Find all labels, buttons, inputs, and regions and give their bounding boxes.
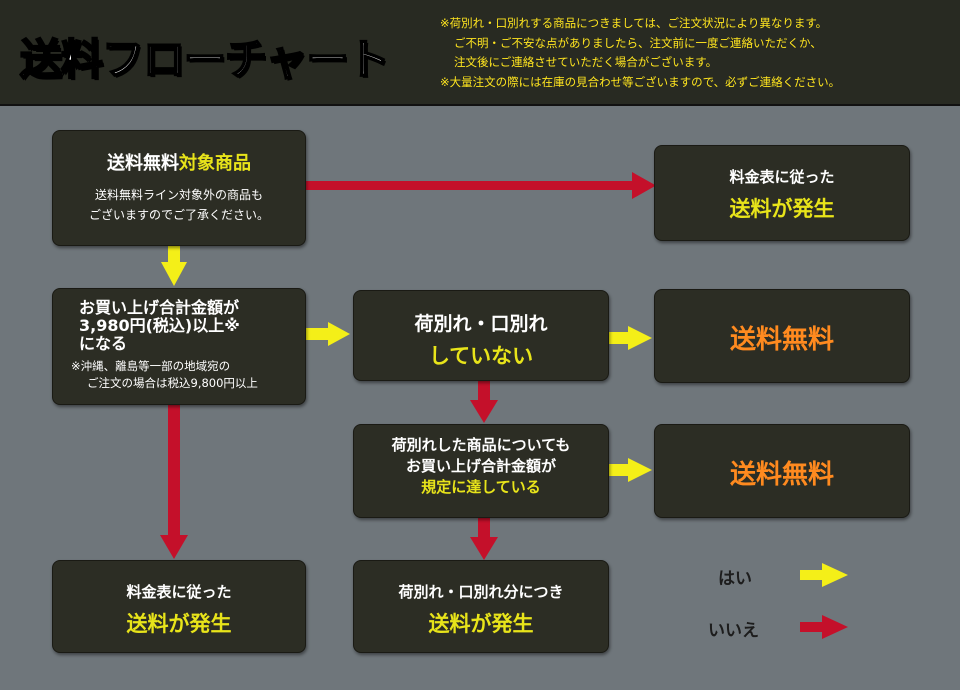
legend-no-label: いいえ	[708, 621, 759, 641]
node-fee-bottom: 料金表に従った 送料が発生	[52, 560, 306, 653]
legend-no-arrow	[800, 615, 848, 639]
split-amount-line-1: 荷別れした商品についても	[391, 436, 571, 454]
fee-top-line-2: 送料が発生	[729, 197, 835, 221]
note-line-1: ※荷別れ・口別れする商品につきましては、ご注文状況により異なります。	[440, 16, 828, 30]
header-notes: ※荷別れ・口別れする商品につきましては、ご注文状況により異なります。 ご不明・ご…	[440, 14, 955, 92]
node-purchase-amount: お買い上げ合計金額が 3,980円(税込)以上※ になる ※沖縄、離島等一部の地…	[52, 288, 306, 405]
amount-note-1: ※沖縄、離島等一部の地域宛の	[71, 359, 231, 373]
legend-yes-label: はい	[718, 569, 752, 589]
nosplit-line-2: していない	[428, 344, 534, 368]
target-desc-line-2: ございますのでご了承ください。	[88, 208, 269, 222]
amount-line-2: 3,980円(税込)以上※	[79, 316, 240, 335]
fee-bottom-line-2: 送料が発生	[126, 612, 232, 636]
amount-line-3: になる	[79, 334, 128, 353]
fee-bottom-line-1: 料金表に従った	[126, 583, 232, 601]
target-desc-line-1: 送料無料ライン対象外の商品も	[94, 188, 263, 202]
arrow-yes-target-to-amount	[161, 246, 187, 286]
node-free-shipping-target: 送料無料対象商品 送料無料ライン対象外の商品も ございますのでご了承ください。	[52, 130, 306, 246]
node-split-fee: 荷別れ・口別れ分につき 送料が発生	[353, 560, 609, 653]
amount-note-2: ご注文の場合は税込9,800円以上	[87, 376, 258, 390]
free2-label: 送料無料	[729, 460, 834, 490]
arrow-no-nosplit-to-splitamount	[470, 381, 498, 423]
node-free-shipping-2: 送料無料	[654, 424, 910, 518]
amount-line-1: お買い上げ合計金額が	[79, 298, 240, 317]
legend-yes-arrow	[800, 563, 848, 587]
nosplit-line-1: 荷別れ・口別れ	[414, 313, 548, 335]
header-bar: 送料フローチャート ※荷別れ・口別れする商品につきましては、ご注文状況により異な…	[0, 0, 960, 106]
split-fee-line-1: 荷別れ・口別れ分につき	[398, 583, 564, 601]
arrow-no-amount-to-fee	[160, 405, 188, 559]
arrow-yes-amount-to-nosplit	[306, 322, 350, 346]
fee-top-line-1: 料金表に従った	[729, 168, 835, 186]
target-title-yellow: 対象商品	[179, 153, 251, 174]
arrow-no-target-to-fee	[306, 172, 656, 199]
split-fee-line-2: 送料が発生	[428, 612, 534, 636]
arrow-yes-splitamount-to-free	[609, 458, 652, 482]
note-line-3: 注文後にご連絡させていただく場合がございます。	[454, 55, 718, 69]
page-title: 送料フローチャート	[19, 34, 391, 85]
note-line-2: ご不明・ご不安な点がありましたら、注文前に一度ご連絡いただくか、	[454, 35, 822, 50]
node-fee-top: 料金表に従った 送料が発生	[654, 145, 910, 241]
node-no-split: 荷別れ・口別れ していない	[353, 290, 609, 381]
node-split-amount: 荷別れした商品についても お買い上げ合計金額が 規定に達している	[353, 424, 609, 518]
note-line-4: ※大量注文の際には在庫の見合わせ等ございますので、必ずご連絡ください。	[440, 74, 841, 89]
arrow-yes-nosplit-to-free	[609, 326, 652, 350]
free1-label: 送料無料	[729, 325, 834, 355]
split-amount-line-3: 規定に達している	[421, 478, 541, 496]
node-free-shipping-1: 送料無料	[654, 289, 910, 383]
arrow-no-splitamount-to-splitfee	[470, 518, 498, 560]
split-amount-line-2: お買い上げ合計金額が	[405, 457, 556, 475]
target-title-white: 送料無料	[107, 153, 179, 174]
